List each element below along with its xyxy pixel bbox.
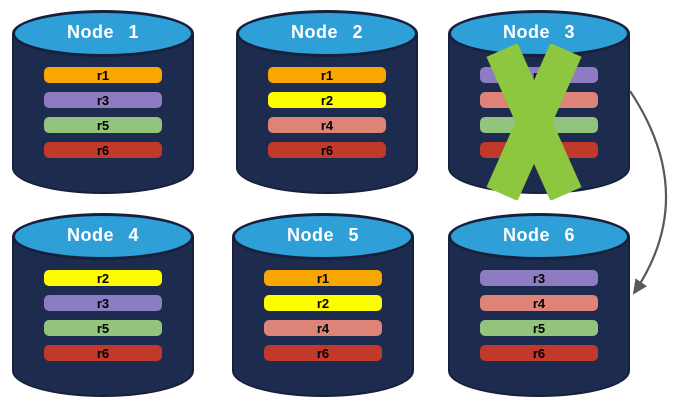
cylinder-top: Node 1 <box>12 10 194 57</box>
replica-bar: r6 <box>480 345 598 361</box>
replica-bar: r5 <box>480 320 598 336</box>
cylinder-top: Node 2 <box>236 10 418 57</box>
node-title: Node 4 <box>66 225 139 245</box>
replica-bar: r1 <box>44 67 162 83</box>
db-node: Node 2 r1 r2 r4 r6 <box>236 10 418 194</box>
cylinder-top: Node 3 <box>448 10 630 57</box>
replica-bar: r1 <box>264 270 382 286</box>
node-title: Node 5 <box>286 225 359 245</box>
db-node: Node 5 r1 r2 r4 r6 <box>232 213 414 397</box>
replica-bar: r6 <box>44 142 162 158</box>
replica-bar: r2 <box>44 270 162 286</box>
db-node: Node 1 r1 r3 r5 r6 <box>12 10 194 194</box>
failover-arrow-path <box>629 90 668 295</box>
failure-x-icon <box>486 44 582 200</box>
cylinder-body <box>12 33 194 194</box>
replica-bar: r2 <box>268 92 386 108</box>
replica-bar: r1 <box>268 67 386 83</box>
replica-bar: r3 <box>44 92 162 108</box>
cylinder-body <box>448 236 630 397</box>
replica-bar: r4 <box>268 117 386 133</box>
cylinder-top: Node 6 <box>448 213 630 260</box>
cylinder-body <box>236 33 418 194</box>
replica-bar: r5 <box>44 320 162 336</box>
replica-bar: r3 <box>480 270 598 286</box>
replica-list: r1 r2 r4 r6 <box>232 270 414 361</box>
cylinder-top: Node 4 <box>12 213 194 260</box>
replica-list: r1 r3 r5 r6 <box>12 67 194 158</box>
replica-bar: r6 <box>268 142 386 158</box>
node-title: Node 2 <box>290 22 363 42</box>
cylinder-body <box>12 236 194 397</box>
replica-bar: r5 <box>44 117 162 133</box>
cylinder-top: Node 5 <box>232 213 414 260</box>
replica-bar: r3 <box>44 295 162 311</box>
replica-bar: r2 <box>264 295 382 311</box>
replica-bar: r6 <box>264 345 382 361</box>
replica-bar: r4 <box>480 295 598 311</box>
node-title: Node 1 <box>66 22 139 42</box>
db-node: Node 4 r2 r3 r5 r6 <box>12 213 194 397</box>
cylinder-body <box>232 236 414 397</box>
replica-bar: r6 <box>44 345 162 361</box>
replica-list: r3 r4 r5 r6 <box>448 270 630 361</box>
replica-list: r2 r3 r5 r6 <box>12 270 194 361</box>
replica-bar: r4 <box>264 320 382 336</box>
node-title: Node 3 <box>502 22 575 42</box>
node-title: Node 6 <box>502 225 575 245</box>
db-node: Node 6 r3 r4 r5 r6 <box>448 213 630 397</box>
replica-list: r1 r2 r4 r6 <box>236 67 418 158</box>
